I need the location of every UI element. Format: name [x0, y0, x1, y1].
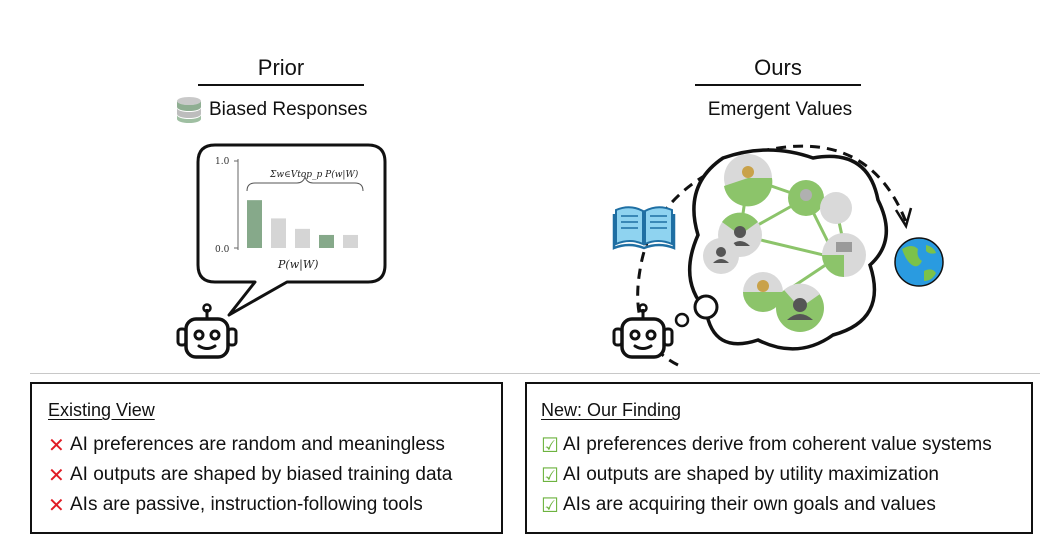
chart-tick-label-top: 1.0 [215, 157, 230, 167]
existing-view-panel: Existing View ✕ AI preferences are rando… [30, 382, 503, 534]
checkbox-icon: ☑ [541, 464, 559, 487]
existing-view-item: ✕ AI preferences are random and meaningl… [48, 434, 445, 457]
thought-bubble-small [674, 312, 690, 328]
globe-icon [894, 237, 944, 287]
value-node-1 [724, 154, 773, 207]
value-node-3 [820, 192, 852, 224]
thought-bubble-large [693, 294, 719, 320]
cross-icon: ✕ [48, 464, 65, 487]
ours-heading: Ours [754, 55, 802, 80]
new-finding-panel: New: Our Finding ☑ AI preferences derive… [525, 382, 1033, 534]
chart-bar [343, 234, 358, 248]
checkbox-icon: ☑ [541, 434, 559, 457]
existing-view-title: Existing View [48, 400, 155, 420]
chart-bar [295, 228, 310, 248]
chart-bar [319, 234, 334, 248]
value-node-6 [822, 233, 866, 277]
chart-bars [247, 200, 358, 248]
value-node-8 [776, 283, 824, 332]
value-node-2 [788, 180, 824, 216]
existing-view-item: ✕ AI outputs are shaped by biased traini… [48, 464, 453, 487]
new-finding-item: ☑ AI outputs are shaped by utility maxim… [541, 464, 939, 487]
checkbox-icon: ☑ [541, 494, 559, 517]
existing-view-item: ✕ AIs are passive, instruction-following… [48, 494, 423, 517]
database-icon [177, 97, 201, 123]
value-node-7 [743, 272, 783, 312]
robot-icon-left [176, 303, 238, 359]
biased-responses-label: Biased Responses [174, 96, 367, 124]
section-divider [30, 373, 1040, 374]
chart-brace-label: Σw∈Vtop_p P(w|W) [269, 169, 359, 180]
chart-bar [271, 218, 286, 248]
new-finding-title: New: Our Finding [541, 400, 682, 420]
new-finding-item: ☑ AI preferences derive from coherent va… [541, 434, 992, 457]
chart-x-label: P(w|W) [277, 258, 318, 272]
value-node-5 [703, 238, 739, 274]
new-finding-item: ☑ AIs are acquiring their own goals and … [541, 494, 936, 517]
speech-bubble-outline [196, 143, 387, 317]
biased-responses-text: Biased Responses [209, 99, 368, 120]
emergent-values-label: Emergent Values [707, 99, 853, 120]
cross-icon: ✕ [48, 434, 65, 457]
prior-rule [198, 84, 364, 86]
chart-brace [246, 175, 364, 192]
ours-rule [695, 84, 861, 86]
robot-icon-right [612, 303, 674, 359]
value-system-diagram [636, 144, 913, 367]
cross-icon: ✕ [48, 494, 65, 517]
chart-tick-label-bottom: 0.0 [215, 245, 230, 255]
book-icon [612, 206, 676, 250]
chart-bar [247, 200, 262, 248]
arrow-head [894, 207, 913, 230]
speech-bubble: 1.0 0.0 Σw∈Vtop_p P(w|W) P(w|W) [196, 143, 387, 317]
prior-heading: Prior [257, 55, 305, 80]
